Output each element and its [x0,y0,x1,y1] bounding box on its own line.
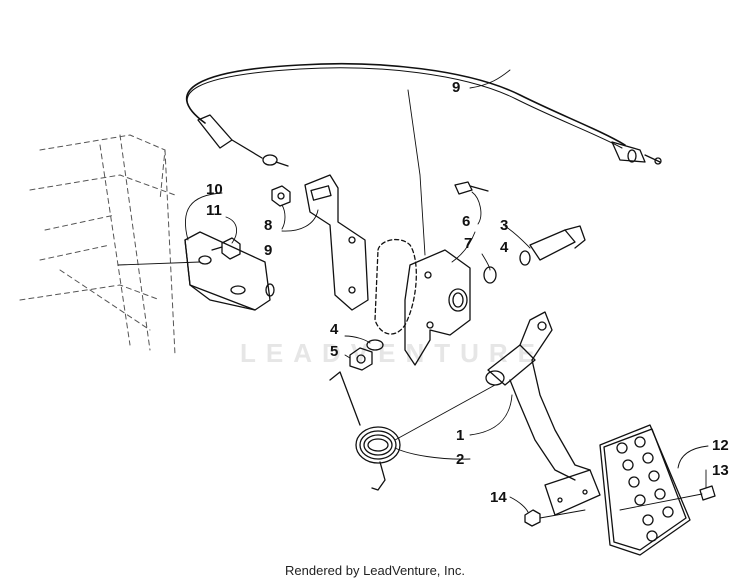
callout-7: 7 [464,235,473,252]
mounting-plate-7 [404,89,471,366]
callout-2: 2 [456,451,465,468]
return-spring-2 [329,371,496,491]
bracket-11 [117,231,275,311]
bracket-9 [304,174,369,311]
watermark: LEADVENTURE [240,338,546,368]
pedal-arm-1 [485,311,601,516]
callout-14: 13 [712,462,729,479]
callout-10: 9 [452,79,461,96]
bolt-12 [211,237,241,260]
callout-1: 1 [456,427,465,444]
callout-4-lower: 4 [330,321,339,338]
pedal-pad-13 [599,424,691,556]
callout-8: 8 [264,217,273,234]
callout-6: 6 [462,213,471,230]
callout-9: 9 [264,242,273,259]
footer-credit: Rendered by LeadVenture, Inc. [285,563,465,578]
frame-outline [19,134,176,356]
callout-11: 10 [206,181,223,198]
gasket-outline [374,238,417,335]
screw-14 [619,485,716,511]
leader-lines [184,69,709,513]
washer-4-upper [483,266,497,284]
callout-15: 14 [490,489,507,506]
pivot-bolt-3 [519,225,586,266]
callout-4-upper: 4 [500,239,509,256]
callout-5: 5 [330,343,339,360]
nut-15 [524,509,586,527]
washer-4-lower [366,339,384,351]
screw-6 [454,181,489,195]
callout-12: 11 [206,202,222,219]
throttle-cable [185,62,662,167]
callout-3: 3 [500,217,509,234]
nut-5 [349,347,373,371]
nut-8 [271,185,291,207]
callout-13: 12 [712,437,729,454]
